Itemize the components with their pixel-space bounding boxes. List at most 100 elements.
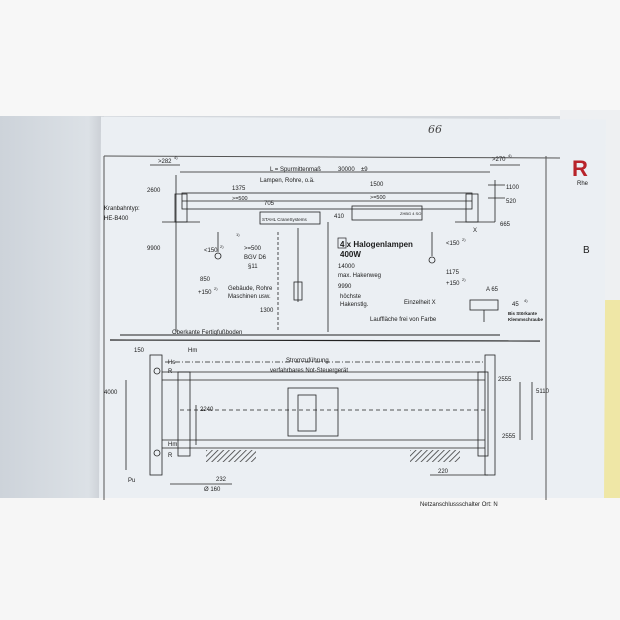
highest-hook-2: Hakenstlg.	[340, 302, 369, 308]
dim-150-left-note: 2)	[214, 286, 218, 291]
right-page-letter-b: B	[583, 245, 590, 256]
background-bottom	[0, 498, 620, 620]
dim-45-note: 4)	[524, 298, 528, 303]
span-label: L = Spurmittenmaß	[270, 167, 321, 173]
pu-label: Pu	[128, 478, 135, 484]
halogen-power: 400W	[340, 250, 361, 259]
r-bottom: R	[168, 453, 173, 459]
left-end-carriage-plan	[177, 371, 191, 457]
hs-top: Hs	[168, 360, 175, 366]
r-top: R	[168, 369, 173, 375]
left-runway	[149, 354, 163, 476]
dim-left-top-note: 4)	[174, 155, 178, 160]
page-number: 66	[428, 123, 442, 136]
dim-1375: 1375	[232, 186, 246, 192]
note-1: 1)	[236, 232, 240, 237]
plan-top-border	[109, 339, 541, 342]
dim-150-right: +150	[446, 281, 460, 287]
left-page-edge	[0, 116, 104, 500]
background-top	[0, 0, 620, 118]
crane-type-label: Kranbahntyp:	[104, 206, 140, 212]
dim-2600: 2600	[147, 188, 161, 194]
right-lamp	[428, 256, 436, 264]
dim-220: 220	[438, 469, 449, 475]
trolley	[287, 387, 339, 437]
control-label: verfahrbares Not-Steuergerät	[270, 368, 348, 374]
hoist-box	[259, 211, 321, 225]
dim-2555-top: 2555	[498, 377, 512, 383]
left-lamp	[214, 252, 222, 260]
dim-2240: 2240	[200, 407, 214, 413]
dim-gt500-left: >=500	[232, 196, 248, 202]
detail-x-rail	[469, 299, 499, 311]
dim-150-right-note: 2)	[462, 277, 466, 282]
dim-right-top-note: 4)	[508, 153, 512, 158]
hatch-block-right	[410, 450, 460, 462]
lamps-label: Lampen, Rohre, o.ä.	[260, 178, 315, 184]
dim-232: 232	[216, 477, 227, 483]
floor-label: Oberkante Fertigfußboden	[172, 330, 242, 336]
buffer-bottom	[153, 449, 161, 457]
buildings-label-1: Gebäude, Rohre	[228, 286, 273, 292]
clamp-label-2: Klemmschraube	[508, 317, 544, 322]
hoist-brand: STAHL CraneSystems	[262, 217, 308, 222]
span-value: 30000	[338, 167, 355, 173]
dim-520: 520	[506, 199, 517, 205]
hm-bottom: Hm	[168, 442, 177, 448]
dim-left-top: >282	[158, 159, 172, 165]
trolley-box	[351, 205, 423, 221]
dim-665: 665	[500, 222, 511, 228]
buffer-top	[153, 367, 161, 375]
dim-1300: 1300	[260, 308, 274, 314]
max-hook: max. Hakenweg	[338, 273, 381, 279]
dim-14000: 14000	[338, 264, 355, 270]
dim-lt150-left-note: 2)	[220, 244, 224, 249]
dim-150-left: +150	[198, 290, 212, 296]
ref-x: X	[473, 228, 477, 234]
hatch-block-left	[206, 450, 256, 462]
dim-9990: 9990	[338, 284, 352, 290]
dim-150-plan: 150	[134, 348, 145, 354]
dim-lt150-right-note: 2)	[462, 237, 466, 242]
hatching	[206, 450, 460, 462]
rail-paint-note: Lauffläche frei von Farbe	[370, 317, 437, 323]
dim-5110: 5110	[536, 389, 550, 395]
buildings-label-2: Maschinen usw.	[228, 294, 271, 300]
span-step: ±9	[361, 167, 368, 173]
dim-d160: Ø 160	[204, 487, 221, 493]
dim-45: 45	[512, 302, 519, 308]
hoist-model: ZHBG 4 SO	[400, 211, 421, 216]
dim-gt500-bgv: >=500	[244, 246, 262, 252]
right-page-letter-r: R	[572, 156, 588, 181]
dim-850: 850	[200, 277, 211, 283]
dim-a65: A 65	[486, 287, 499, 293]
clamp-label-1: Bis Störkante	[508, 311, 538, 316]
dim-2555-bottom: 2555	[502, 434, 516, 440]
dim-lt150-right: <150	[446, 241, 460, 247]
dim-1500: 1500	[370, 182, 384, 188]
right-end-carriage-plan	[477, 371, 489, 457]
bgv-paragraph: §11	[248, 264, 258, 270]
left-end-carriage	[174, 193, 188, 223]
dim-1175: 1175	[446, 270, 460, 276]
right-page-small-text: Rhe	[577, 181, 589, 187]
dim-705: 705	[264, 201, 275, 207]
highest-hook-1: höchste	[340, 294, 362, 300]
footer-cut-text: Netzanschlussschalter Ort: N	[420, 502, 498, 508]
bgv-label: BGV D6	[244, 255, 267, 261]
dim-9900: 9900	[147, 246, 161, 252]
right-runway	[484, 354, 496, 476]
dim-lt150-left: <150	[204, 248, 218, 254]
dim-1100: 1100	[506, 185, 520, 191]
halogen-title: 4 x Halogenlampen	[340, 240, 413, 249]
power-supply-label: Stromzuführung	[286, 358, 329, 364]
dim-gt500-right: >=500	[370, 195, 386, 201]
halogen-icon	[337, 237, 347, 249]
hoist-drum	[297, 394, 317, 432]
crane-type-value: HE-B400	[104, 216, 129, 222]
dim-right-top: >270	[492, 157, 506, 163]
page-frame-top	[103, 155, 561, 159]
dim-410: 410	[334, 214, 345, 220]
dim-4000: 4000	[104, 390, 118, 396]
